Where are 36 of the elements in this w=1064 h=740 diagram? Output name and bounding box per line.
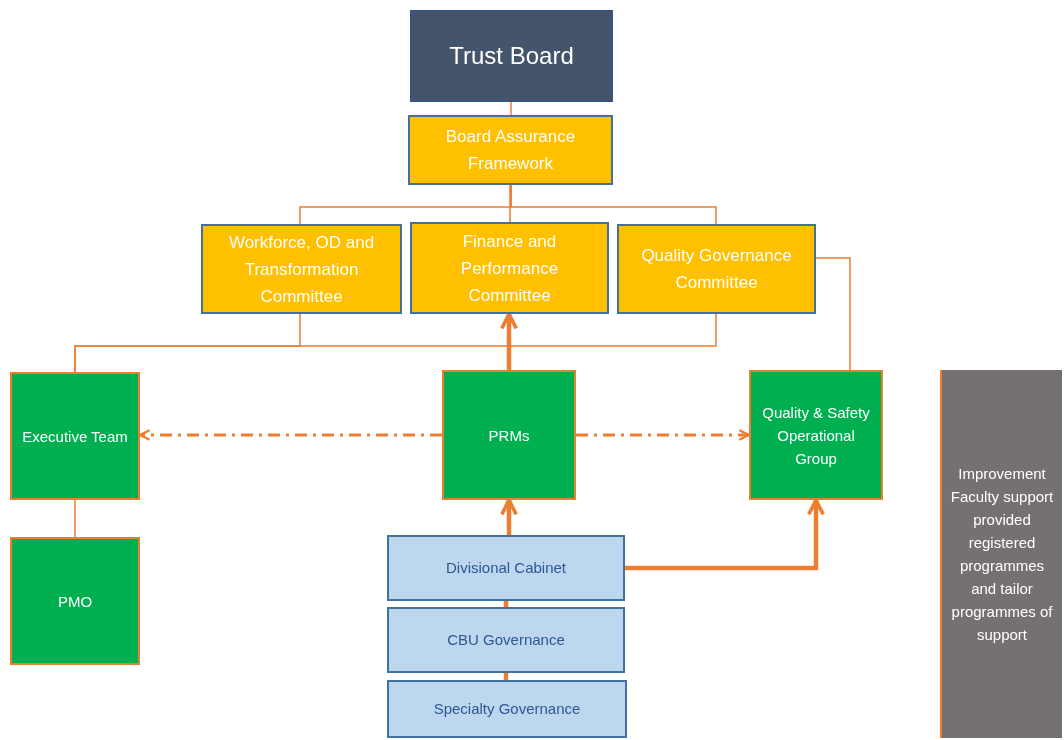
governance-box (387, 535, 625, 601)
group-box (442, 370, 576, 500)
node-label: CBU Governance (447, 629, 565, 650)
node-label: Workforce, OD and Transformation Committee (227, 231, 376, 308)
node-label: Board Assurance Framework (444, 126, 577, 175)
governance-box (387, 680, 627, 738)
committee-box (408, 115, 613, 185)
support-panel (940, 370, 1062, 738)
node-label: Executive Team (22, 426, 128, 447)
arrow (576, 429, 751, 441)
board-box (410, 10, 613, 102)
arrow (500, 312, 518, 370)
node-label: Trust Board (449, 41, 574, 71)
group-box (10, 372, 140, 500)
node-label: Divisional Cabinet (445, 557, 567, 578)
connector-line (74, 313, 717, 373)
committee-box (617, 224, 816, 314)
arrow (625, 498, 825, 571)
node-label: Specialty Governance (433, 698, 581, 719)
node-label: PRMs (488, 425, 530, 446)
group-box (10, 537, 140, 665)
arrow (500, 498, 518, 535)
connector-line (74, 499, 76, 538)
node-label: Finance and Performance Committee (459, 230, 560, 307)
committee-box (201, 224, 402, 314)
connector-line (509, 184, 511, 223)
group-box (749, 370, 883, 500)
node-label: Quality Governance Committee (640, 245, 793, 294)
committee-box (410, 222, 609, 314)
connector-line (815, 257, 851, 371)
node-label: Improvement Faculty support provided registered programmes and tailor programmes of support (950, 464, 1054, 645)
connector-line (510, 101, 512, 116)
governance-box (387, 607, 625, 673)
node-label: PMO (57, 591, 93, 612)
connector-line (510, 184, 717, 225)
node-label: Quality & Safety Operational Group (761, 402, 871, 469)
